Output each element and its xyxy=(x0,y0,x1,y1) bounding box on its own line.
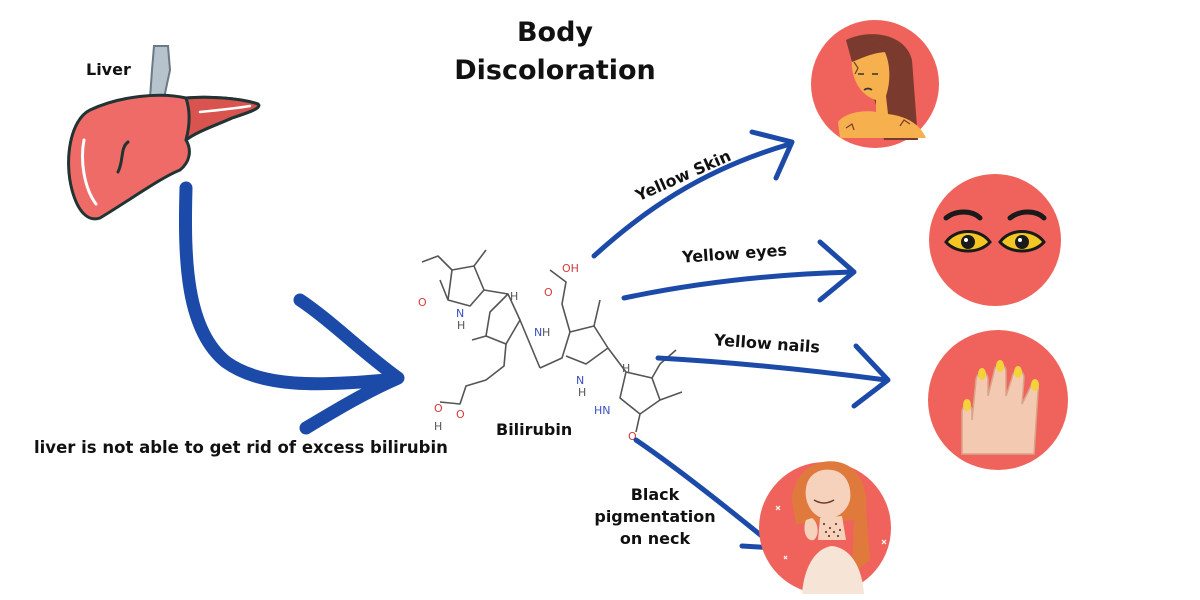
atom-h-5: H xyxy=(578,386,586,399)
yellow-nails-hand-icon xyxy=(928,330,1068,470)
arrow-yellow-eyes-head xyxy=(817,239,857,303)
arrow-yellow-skin xyxy=(591,141,793,259)
arrow-yellow-skin-head xyxy=(749,129,795,181)
arrow-yellow-eyes xyxy=(621,269,855,301)
atom-hn: HN xyxy=(594,404,611,417)
liver-icon xyxy=(67,45,261,221)
arrow-yellow-nails xyxy=(655,355,889,383)
atom-o-2: O xyxy=(544,286,553,299)
page-title-line-1: Body xyxy=(516,17,594,48)
liver-label: Liver xyxy=(86,60,131,79)
atom-n-2: N xyxy=(534,326,542,339)
bilirubin-label: Bilirubin xyxy=(496,420,573,439)
yellow-skin-face-icon xyxy=(811,20,939,148)
page-title-line-2: Discoloration xyxy=(454,55,656,86)
arrow-yellow-nails-head xyxy=(851,343,891,409)
neck-label-line-2: pigmentation xyxy=(594,507,716,526)
atom-o-3: O xyxy=(434,402,443,415)
neck-label-line-3: on neck xyxy=(619,529,691,548)
effect-label-neck-pigmentation: Black pigmentation on neck xyxy=(590,484,720,550)
atom-n-3: N xyxy=(576,374,584,387)
page-title: Body Discoloration xyxy=(420,14,690,90)
caption-text: liver is not able to get rid of excess b… xyxy=(34,438,448,457)
atom-h-2: H xyxy=(510,290,518,303)
arrow-neck xyxy=(633,437,777,549)
atom-o-1: O xyxy=(418,296,427,309)
yellow-eyes-icon xyxy=(929,174,1061,306)
atom-h-4: H xyxy=(622,362,630,375)
liver-to-bilirubin-arrow xyxy=(178,181,405,435)
effect-arrows xyxy=(591,129,891,551)
atom-o-4: O xyxy=(456,408,465,421)
neck-label-line-1: Black xyxy=(630,485,680,504)
bilirubin-molecule-icon xyxy=(421,249,683,433)
atom-h-6: H xyxy=(434,420,442,433)
atom-n-1: N xyxy=(456,307,464,320)
atom-o-5: O xyxy=(628,430,637,443)
bilirubin-atom-labels: O N H H N H OH O H N H O H O HN O xyxy=(418,262,637,443)
neck-pigmentation-icon xyxy=(759,461,891,594)
atom-h-1: H xyxy=(457,319,465,332)
atom-h-3: H xyxy=(542,326,550,339)
atom-oh-1: OH xyxy=(562,262,579,275)
